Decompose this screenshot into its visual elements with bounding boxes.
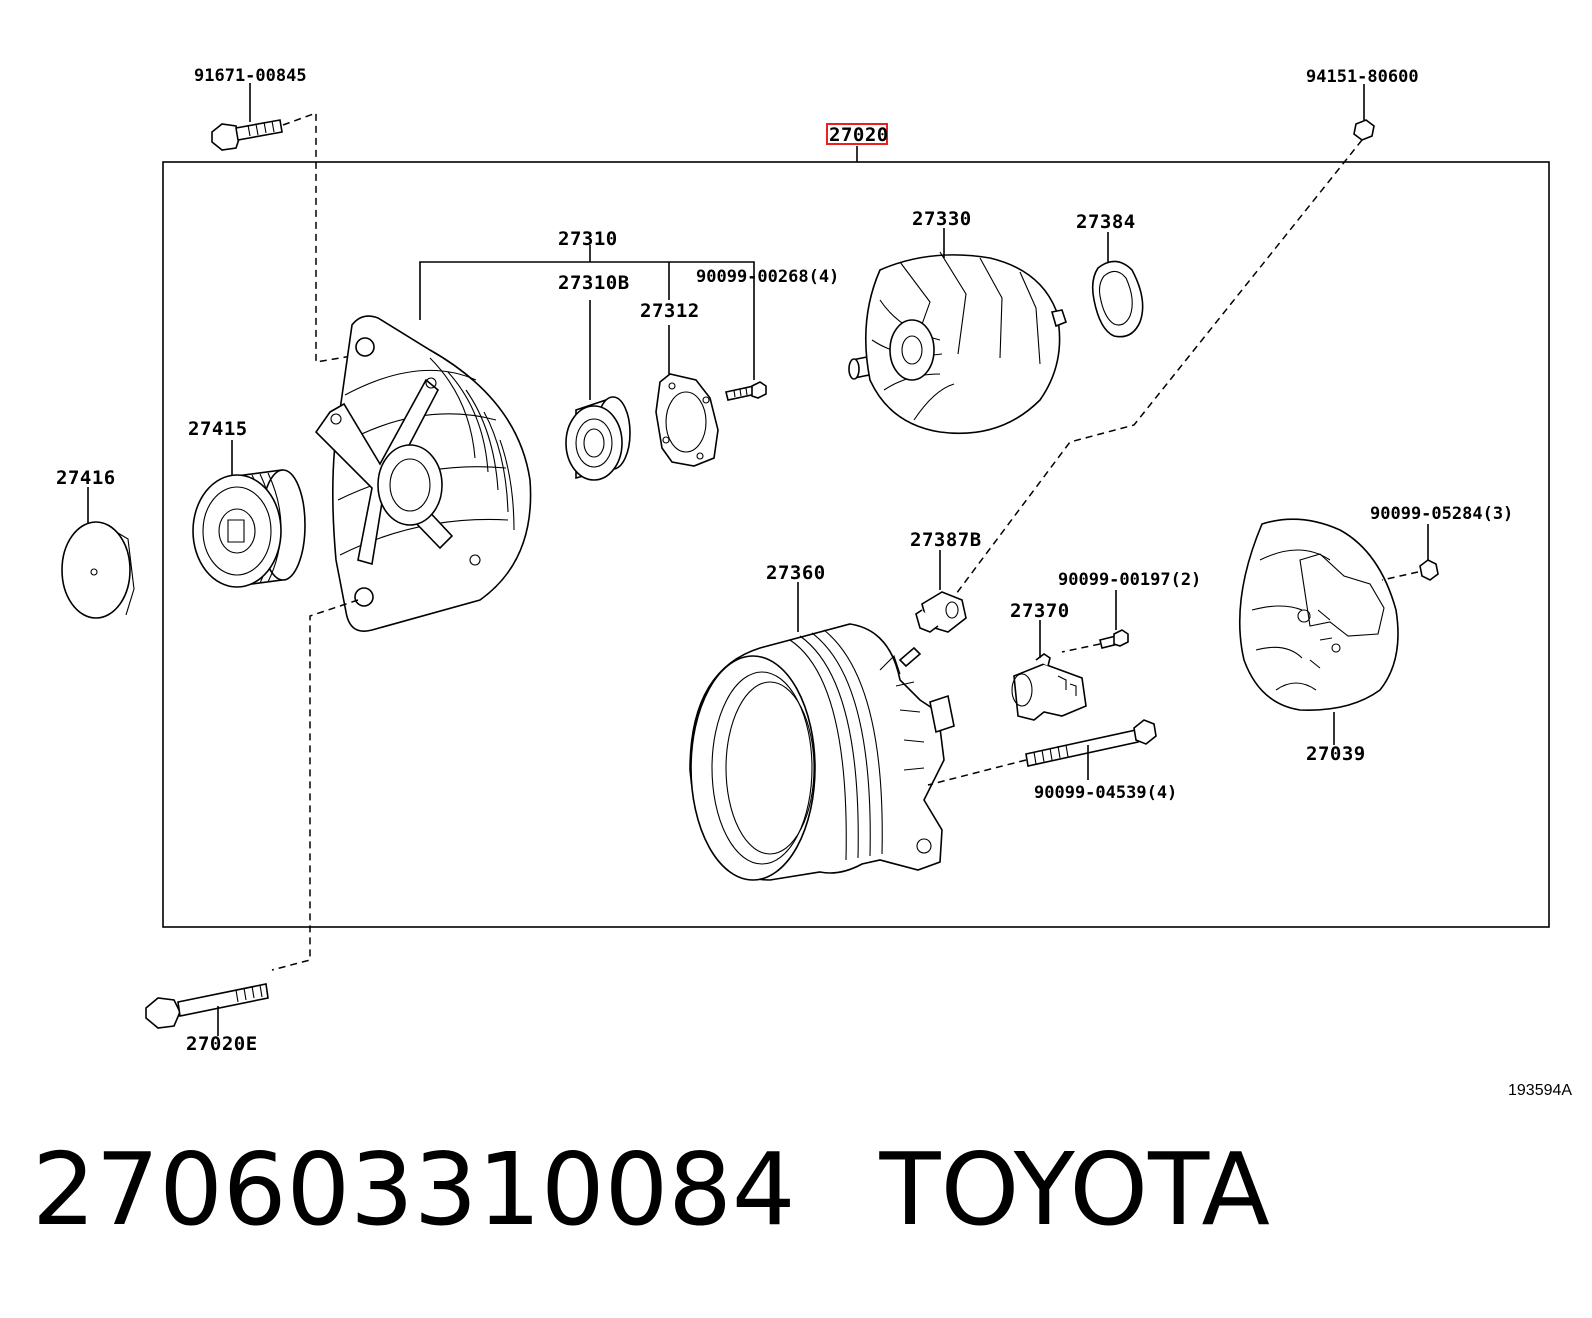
bolt-27020e[interactable] — [145, 983, 269, 1029]
nut-94151-80600[interactable] — [1353, 119, 1375, 141]
label-27416[interactable]: 27416 — [56, 467, 116, 489]
label-27370[interactable]: 27370 — [1010, 600, 1070, 622]
bolt-90099-04539[interactable] — [1025, 719, 1157, 767]
label-90099-05284[interactable]: 90099-05284(3) — [1370, 504, 1513, 524]
label-90099-00268[interactable]: 90099-00268(4) — [696, 267, 839, 287]
figure-id: 193594A — [1508, 1082, 1572, 1099]
label-27020e[interactable]: 27020E — [186, 1033, 258, 1055]
label-90099-00197[interactable]: 90099-00197(2) — [1058, 570, 1201, 590]
label-94151-80600[interactable]: 94151-80600 — [1306, 67, 1419, 87]
assembly-boundary — [162, 161, 1550, 928]
label-27387b[interactable]: 27387B — [910, 529, 982, 551]
part-27370[interactable] — [1011, 653, 1087, 721]
part-number: 270603310084 — [32, 1131, 796, 1248]
bolt-91671-00845[interactable] — [211, 119, 283, 151]
label-27415[interactable]: 27415 — [188, 418, 248, 440]
drive-end-frame-27310[interactable] — [314, 315, 532, 632]
plug-27387b[interactable] — [915, 591, 967, 633]
rear-cover-27039[interactable] — [1238, 518, 1399, 711]
retainer-plate-27312[interactable] — [655, 373, 719, 467]
screw-90099-00268[interactable] — [725, 381, 767, 401]
pulley-27415[interactable] — [192, 469, 306, 588]
label-27312[interactable]: 27312 — [640, 300, 700, 322]
label-27310[interactable]: 27310 — [558, 228, 618, 250]
label-27020[interactable]: 27020 — [829, 124, 889, 146]
screw-90099-00197[interactable] — [1099, 629, 1129, 649]
label-90099-04539[interactable]: 90099-04539(4) — [1034, 783, 1177, 803]
pulley-cap-27416[interactable] — [61, 521, 135, 619]
rotor-27330[interactable] — [848, 251, 1067, 435]
stator-27360[interactable] — [689, 623, 955, 881]
label-27330[interactable]: 27330 — [912, 208, 972, 230]
label-27384[interactable]: 27384 — [1076, 211, 1136, 233]
label-27020-highlight-box — [826, 123, 888, 145]
brand-name: TOYOTA — [879, 1131, 1270, 1248]
label-27360[interactable]: 27360 — [766, 562, 826, 584]
label-27310b[interactable]: 27310B — [558, 272, 630, 294]
bearing-27310b[interactable] — [565, 396, 631, 481]
ring-27384[interactable] — [1091, 260, 1144, 338]
label-27039[interactable]: 27039 — [1306, 743, 1366, 765]
label-91671-00845[interactable]: 91671-00845 — [194, 66, 307, 86]
nut-90099-05284[interactable] — [1419, 559, 1439, 581]
